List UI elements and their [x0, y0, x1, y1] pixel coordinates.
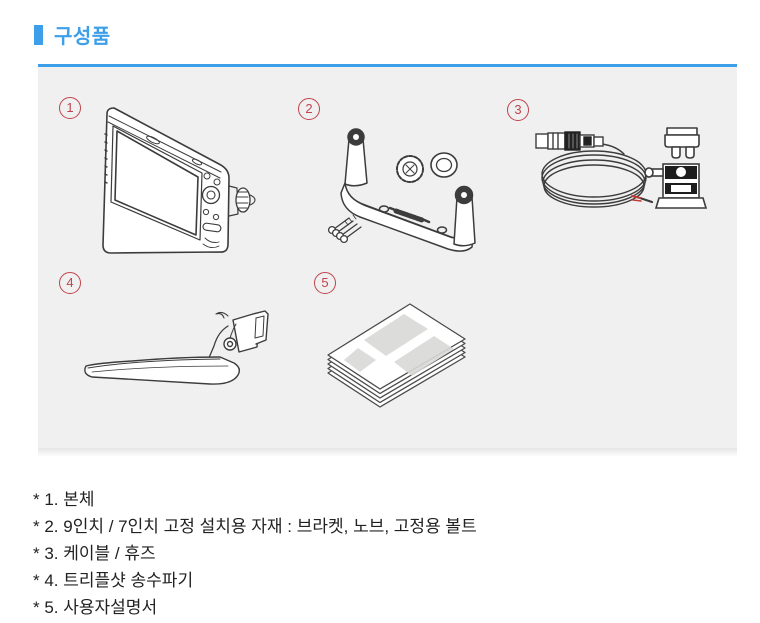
mount-bracket-knobs-bolts-illustration: [318, 117, 493, 252]
component-note-5: * 5. 사용자설명서: [33, 598, 158, 617]
section-header: 구성품: [34, 20, 111, 49]
cable-fuse-illustration: [528, 122, 723, 227]
item-number-badge-3: 3: [507, 99, 529, 121]
item-number-badge-4: 4: [59, 272, 81, 294]
transducer-illustration: [78, 302, 293, 402]
item-number-badge-5: 5: [314, 272, 336, 294]
component-note-1: * 1. 본체: [33, 490, 95, 509]
component-note-4: * 4. 트리플샷 송수파기: [33, 571, 194, 590]
user-manuals-illustration: [318, 292, 503, 412]
item-number-badge-2: 2: [298, 98, 320, 120]
main-unit-illustration: [93, 100, 261, 260]
component-note-2: * 2. 9인치 / 7인치 고정 설치용 자재 : 브라켓, 노브, 고정용 …: [33, 517, 477, 536]
section-bullet: [34, 24, 43, 45]
components-panel: 1 2 3 4 5: [38, 64, 737, 457]
page-title: 구성품: [54, 26, 111, 48]
item-number-badge-1: 1: [59, 97, 81, 119]
component-list: * 1. 본체 * 2. 9인치 / 7인치 고정 설치용 자재 : 브라켓, …: [33, 486, 477, 621]
component-note-3: * 3. 케이블 / 휴즈: [33, 544, 156, 563]
